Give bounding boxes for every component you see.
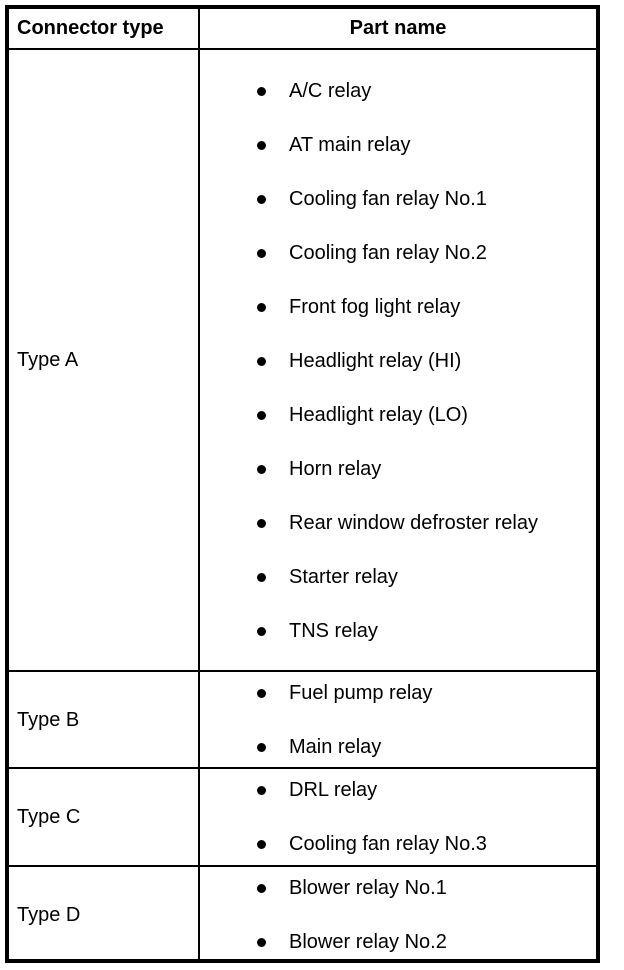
part-name-label: Cooling fan relay No.1: [289, 188, 487, 210]
part-name-label: A/C relay: [289, 80, 372, 102]
list-item: Starter relay: [200, 564, 596, 590]
table-row: Type B Fuel pump relay Main relay: [9, 670, 596, 767]
bullet-icon: [257, 141, 266, 150]
bullet-icon: [257, 688, 266, 698]
bullet-icon: [257, 519, 266, 528]
part-name-label: Starter relay: [289, 566, 398, 588]
bullet-icon: [257, 357, 266, 366]
cell-part-name: Blower relay No.1 Blower relay No.2: [200, 867, 596, 963]
part-list: DRL relay Cooling fan relay No.3: [200, 777, 596, 857]
header-label-connector-type: Connector type: [17, 17, 164, 39]
part-list: A/C relay AT main relay Cooling fan rela…: [200, 76, 596, 644]
cell-part-name: A/C relay AT main relay Cooling fan rela…: [200, 50, 596, 670]
cell-connector-type: Type D: [9, 867, 200, 963]
list-item: Front fog light relay: [200, 294, 596, 320]
part-name-label: DRL relay: [289, 779, 378, 801]
bullet-icon: [257, 195, 266, 204]
list-item: TNS relay: [200, 618, 596, 644]
header-label-part-name: Part name: [349, 17, 447, 39]
bullet-icon: [257, 573, 266, 582]
cell-connector-type: Type C: [9, 769, 200, 865]
bullet-icon: [257, 303, 266, 312]
connector-type-label: Type A: [17, 349, 79, 371]
list-item: A/C relay: [200, 78, 596, 104]
list-item: DRL relay: [200, 777, 596, 803]
bullet-icon: [257, 840, 266, 849]
list-item: Cooling fan relay No.1: [200, 186, 596, 212]
bullet-icon: [257, 465, 266, 474]
part-name-label: Cooling fan relay No.3: [289, 833, 487, 855]
list-item: AT main relay: [200, 132, 596, 158]
part-name-label: Rear window defroster relay: [289, 512, 538, 534]
part-list: Blower relay No.1 Blower relay No.2: [200, 875, 596, 955]
part-name-label: Fuel pump relay: [289, 681, 433, 704]
bullet-icon: [257, 786, 266, 795]
part-name-label: Cooling fan relay No.2: [289, 242, 487, 264]
relay-connector-table: Connector type Part name Type A A/C rela…: [5, 5, 600, 963]
list-item: Headlight relay (HI): [200, 348, 596, 374]
part-name-label: Main relay: [289, 735, 382, 758]
connector-type-label: Type B: [17, 708, 80, 731]
list-item: Blower relay No.2: [200, 929, 596, 955]
list-item: Fuel pump relay: [200, 680, 596, 706]
list-item: Main relay: [200, 734, 596, 760]
bullet-icon: [257, 742, 266, 752]
part-name-label: Headlight relay (LO): [289, 404, 468, 426]
table-row: Type A A/C relay AT main relay Cooling f…: [9, 48, 596, 670]
list-item: Cooling fan relay No.3: [200, 831, 596, 857]
table-row: Type D Blower relay No.1 Blower relay No…: [9, 865, 596, 963]
list-item: Cooling fan relay No.2: [200, 240, 596, 266]
list-item: Horn relay: [200, 456, 596, 482]
part-name-label: Headlight relay (HI): [289, 350, 462, 372]
bullet-icon: [257, 938, 266, 947]
header-cell-part-name: Part name: [200, 9, 596, 48]
cell-part-name: Fuel pump relay Main relay: [200, 672, 596, 767]
part-name-label: Blower relay No.2: [289, 931, 447, 953]
list-item: Headlight relay (LO): [200, 402, 596, 428]
cell-connector-type: Type A: [9, 50, 200, 670]
bullet-icon: [257, 411, 266, 420]
header-cell-connector-type: Connector type: [9, 9, 200, 48]
part-name-label: AT main relay: [289, 134, 411, 156]
part-name-label: Blower relay No.1: [289, 877, 447, 899]
list-item: Rear window defroster relay: [200, 510, 596, 536]
connector-type-label: Type D: [17, 904, 81, 926]
table-header-row: Connector type Part name: [9, 9, 596, 48]
bullet-icon: [257, 884, 266, 893]
table-row: Type C DRL relay Cooling fan relay No.3: [9, 767, 596, 865]
connector-type-label: Type C: [17, 806, 81, 828]
part-name-label: Horn relay: [289, 458, 382, 480]
cell-connector-type: Type B: [9, 672, 200, 767]
part-name-label: TNS relay: [289, 620, 378, 642]
bullet-icon: [257, 87, 266, 96]
bullet-icon: [257, 627, 266, 636]
part-list: Fuel pump relay Main relay: [200, 680, 596, 760]
cell-part-name: DRL relay Cooling fan relay No.3: [200, 769, 596, 865]
bullet-icon: [257, 249, 266, 258]
part-name-label: Front fog light relay: [289, 296, 461, 318]
list-item: Blower relay No.1: [200, 875, 596, 901]
